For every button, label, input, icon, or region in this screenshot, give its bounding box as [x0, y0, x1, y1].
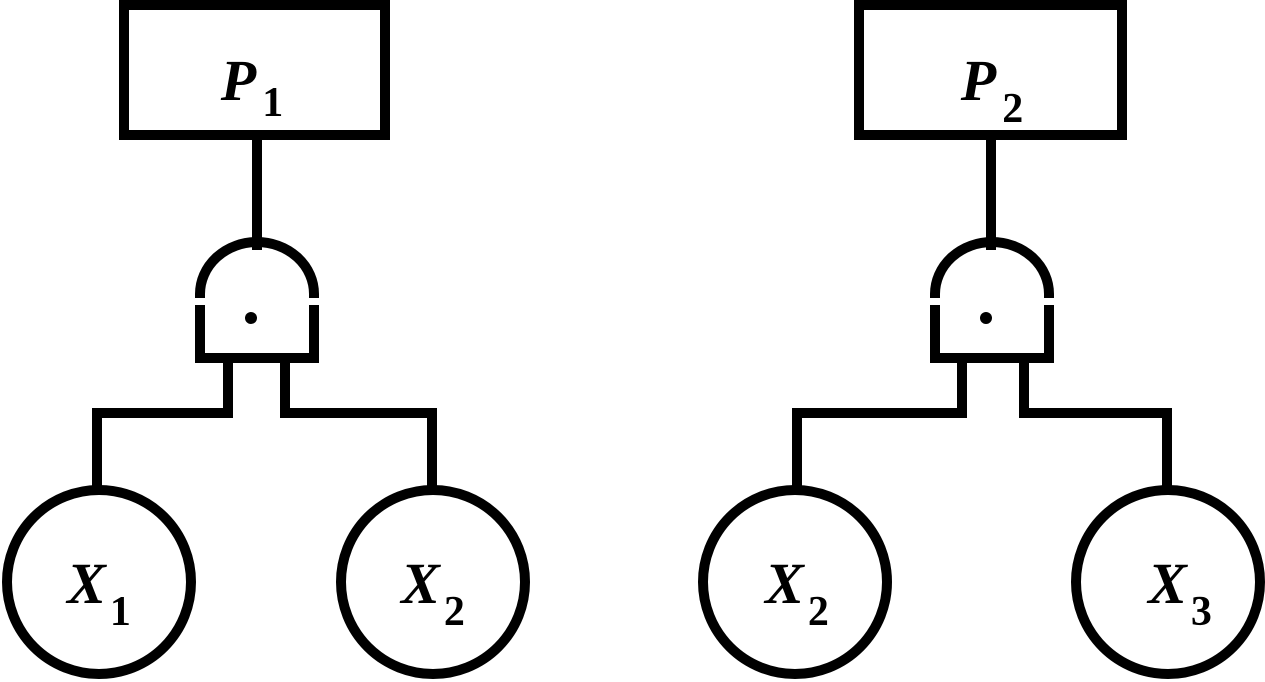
basic-event-x3-circle [1071, 485, 1265, 679]
and-gate-2-dot [980, 312, 992, 324]
and-gate-2-dome [930, 237, 1054, 298]
basic-event-x3[interactable]: X3 [1071, 485, 1265, 679]
basic-event-x3-label: X3 [1146, 551, 1212, 635]
basic-event-x2-left-label: X2 [399, 551, 465, 635]
basic-event-x3-subscript: 3 [1191, 589, 1212, 635]
basic-event-x2-left[interactable]: X2 [336, 485, 530, 679]
and-gate-1-dot [245, 312, 257, 324]
connector-gate1-to-x2 [280, 358, 437, 490]
and-gate-1-dome [195, 237, 319, 298]
basic-event-x2-left-letter: X [399, 551, 441, 616]
connector-gate2-to-x2 [792, 358, 967, 490]
basic-event-x2-left-circle [336, 485, 530, 679]
basic-event-x3-letter: X [1146, 551, 1188, 616]
top-event-p2-subscript: 2 [1002, 86, 1023, 132]
basic-event-x1[interactable]: X1 [2, 485, 196, 679]
basic-event-x1-subscript: 1 [110, 589, 131, 635]
and-gate-2[interactable] [930, 237, 1054, 363]
top-event-p2-letter: P [960, 48, 997, 113]
and-gate-1[interactable] [195, 237, 319, 363]
top-event-p1-letter: P [220, 48, 257, 113]
basic-event-x2-right-label: X2 [763, 551, 829, 635]
top-event-p1-subscript: 1 [262, 80, 283, 126]
basic-event-x2-right[interactable]: X2 [698, 485, 892, 679]
basic-event-x2-right-subscript: 2 [808, 589, 829, 635]
basic-event-x1-circle [2, 485, 196, 679]
connector-gate1-to-x1 [92, 358, 233, 490]
and-gate-2-body [930, 305, 1054, 363]
basic-event-x2-left-subscript: 2 [444, 589, 465, 635]
basic-event-x1-letter: X [65, 551, 107, 616]
connector-gate2-to-x3 [1019, 358, 1172, 490]
and-gate-1-body [195, 305, 319, 363]
basic-event-x2-right-letter: X [763, 551, 805, 616]
basic-event-x1-label: X1 [65, 551, 131, 635]
basic-event-x2-right-circle [698, 485, 892, 679]
